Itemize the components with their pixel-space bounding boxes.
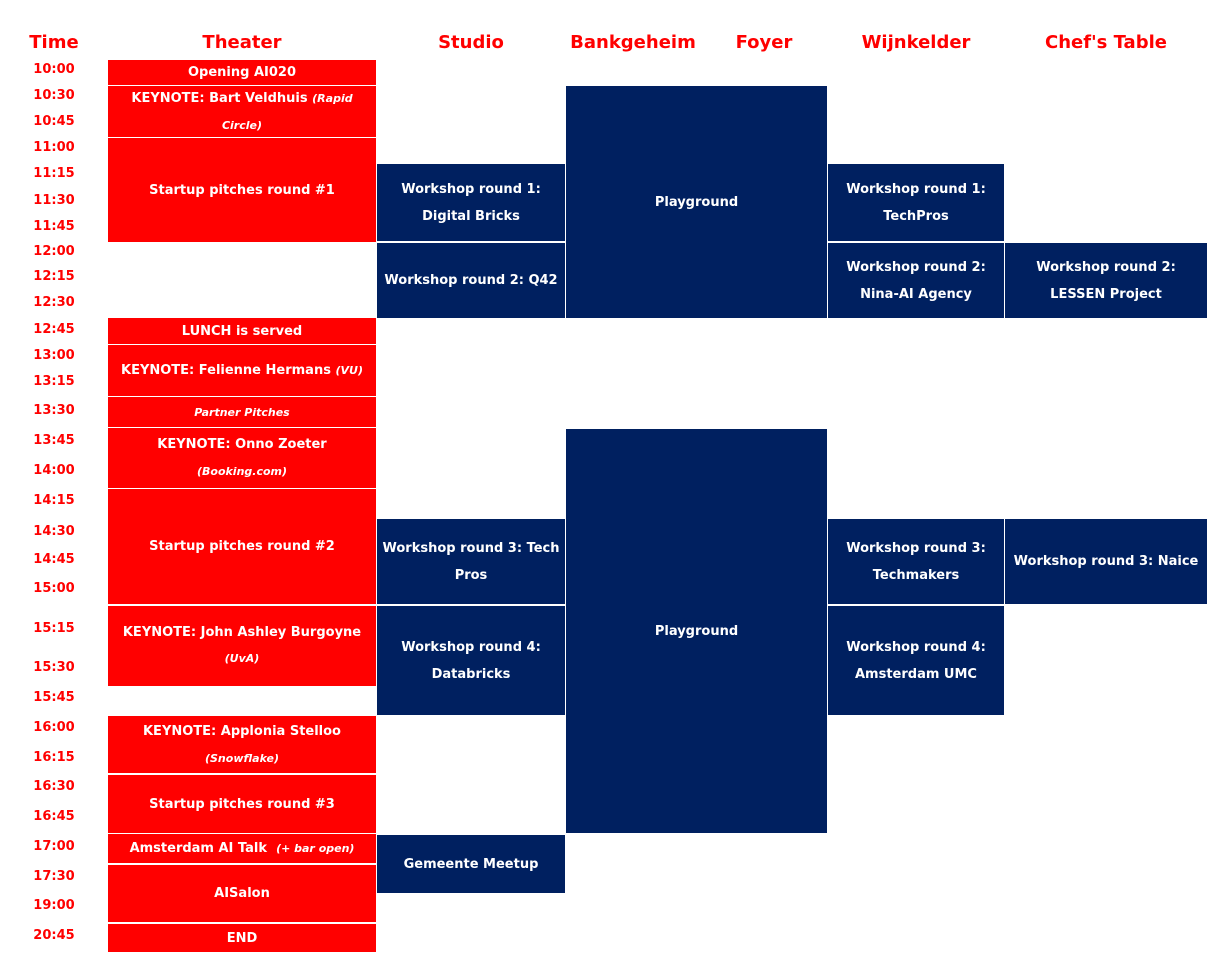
session-title: KEYNOTE: Applonia Stelloo	[142, 723, 341, 739]
session-title: Workshop round 2: Nina-AI Agency	[846, 259, 986, 302]
session-gemeente-meetup[interactable]: Gemeente Meetup	[377, 835, 565, 893]
session-title: Playground	[654, 623, 739, 639]
time-label: 12:30	[33, 295, 75, 310]
session-end[interactable]: END	[108, 924, 376, 952]
time-label: 11:15	[33, 166, 75, 181]
session-title: END	[226, 930, 258, 946]
session-partner-pitches[interactable]: Partner Pitches	[108, 397, 376, 427]
session-startup-pitches-1[interactable]: Startup pitches round #1	[108, 138, 376, 242]
session-title: KEYNOTE: Onno Zoeter	[157, 437, 327, 452]
session-title: Playground	[654, 194, 739, 210]
session-title: Startup pitches round #3	[149, 796, 335, 812]
session-title: Workshop round 3: Naice	[1013, 554, 1199, 569]
session-studio-workshop-2[interactable]: Workshop round 2: Q42	[377, 243, 565, 318]
session-startup-pitches-2[interactable]: Startup pitches round #2	[108, 489, 376, 604]
session-wijnkelder-workshop-3[interactable]: Workshop round 3: Techmakers	[828, 519, 1004, 604]
time-label: 15:30	[33, 660, 75, 675]
time-label: 10:00	[33, 62, 75, 77]
time-label: 16:00	[33, 720, 75, 735]
header-studio: Studio	[438, 32, 504, 53]
session-wijnkelder-workshop-1[interactable]: Workshop round 1: TechPros	[828, 164, 1004, 241]
session-playground-afternoon[interactable]: Playground	[566, 429, 827, 833]
session-keynote-john-ashley-burgoyne[interactable]: KEYNOTE: John Ashley Burgoyne (UvA)	[108, 606, 376, 686]
time-label: 17:30	[33, 869, 75, 884]
session-title: KEYNOTE: Bart Veldhuis	[131, 90, 308, 106]
header-foyer: Foyer	[735, 32, 793, 53]
time-label: 13:15	[33, 374, 75, 389]
time-label: 13:45	[33, 433, 75, 448]
session-studio-workshop-4[interactable]: Workshop round 4: Databricks	[377, 606, 565, 715]
session-organization: (Snowflake)	[204, 751, 279, 765]
session-amsterdam-ai-talk[interactable]: Amsterdam AI Talk (+ bar open)	[108, 834, 376, 863]
time-label: 11:30	[33, 193, 75, 208]
session-lunch[interactable]: LUNCH is served	[108, 318, 376, 344]
session-startup-pitches-3[interactable]: Startup pitches round #3	[108, 775, 376, 833]
session-title: Workshop round 1: Digital Bricks	[401, 181, 541, 224]
session-chefs-table-workshop-2[interactable]: Workshop round 2: LESSEN Project	[1005, 243, 1207, 318]
session-organization: (VU)	[335, 364, 363, 377]
session-title: Workshop round 3: Tech Pros	[382, 540, 560, 583]
header-chefs-table: Chef's Table	[1045, 32, 1167, 53]
time-label: 15:00	[33, 581, 75, 596]
time-label: 11:45	[33, 219, 75, 234]
header-wijnkelder: Wijnkelder	[861, 32, 971, 53]
session-keynote-applonia-stelloo[interactable]: KEYNOTE: Applonia Stelloo (Snowflake)	[108, 716, 376, 773]
time-label: 12:15	[33, 269, 75, 284]
session-aisalon[interactable]: AISalon	[108, 865, 376, 922]
session-organization: (Booking.com)	[196, 465, 288, 478]
time-label: 15:15	[33, 621, 75, 636]
time-label: 14:45	[33, 552, 75, 567]
session-title: LUNCH is served	[181, 323, 303, 339]
session-wijnkelder-workshop-2[interactable]: Workshop round 2: Nina-AI Agency	[828, 243, 1004, 318]
session-studio-workshop-1[interactable]: Workshop round 1: Digital Bricks	[377, 164, 565, 241]
time-label: 19:00	[33, 898, 75, 913]
session-title: Partner Pitches	[194, 405, 290, 419]
time-label: 15:45	[33, 690, 75, 705]
time-label: 13:30	[33, 403, 75, 418]
session-title: Amsterdam AI Talk	[129, 841, 267, 856]
session-keynote-felienne-hermans[interactable]: KEYNOTE: Felienne Hermans (VU)	[108, 345, 376, 396]
time-label: 14:30	[33, 524, 75, 539]
session-title: Workshop round 3: Techmakers	[846, 540, 986, 583]
time-label: 10:30	[33, 88, 75, 103]
session-wijnkelder-workshop-4[interactable]: Workshop round 4: Amsterdam UMC	[828, 606, 1004, 715]
session-keynote-onno-zoeter[interactable]: KEYNOTE: Onno Zoeter (Booking.com)	[108, 428, 376, 488]
session-title: Gemeente Meetup	[403, 856, 539, 872]
header-bankgeheim: Bankgeheim	[570, 32, 696, 53]
time-label: 11:00	[33, 140, 75, 155]
time-label: 10:45	[33, 114, 75, 129]
session-title: Workshop round 4: Databricks	[401, 639, 541, 682]
session-title: Workshop round 2: Q42	[384, 273, 558, 288]
session-title: KEYNOTE: Felienne Hermans	[121, 363, 331, 378]
time-label: 12:45	[33, 322, 75, 337]
time-label: 16:15	[33, 750, 75, 765]
time-label: 16:45	[33, 809, 75, 824]
session-opening[interactable]: Opening AI020	[108, 60, 376, 85]
session-title: Workshop round 4: Amsterdam UMC	[846, 639, 986, 682]
session-chefs-table-workshop-3[interactable]: Workshop round 3: Naice	[1005, 519, 1207, 604]
session-title: Workshop round 2: LESSEN Project	[1036, 259, 1176, 302]
session-title: KEYNOTE: John Ashley Burgoyne	[122, 625, 362, 640]
session-title: Workshop round 1: TechPros	[846, 181, 986, 224]
header-time: Time	[29, 32, 79, 53]
session-title: AISalon	[214, 886, 270, 901]
session-studio-workshop-3[interactable]: Workshop round 3: Tech Pros	[377, 519, 565, 604]
session-keynote-bart-veldhuis[interactable]: KEYNOTE: Bart Veldhuis (Rapid Circle)	[108, 86, 376, 137]
session-playground-morning[interactable]: Playground	[566, 86, 827, 318]
session-organization: (UvA)	[224, 652, 260, 665]
session-title: Opening AI020	[187, 65, 296, 80]
header-theater: Theater	[202, 32, 282, 53]
session-title: Startup pitches round #1	[149, 182, 335, 198]
session-note: (+ bar open)	[276, 842, 355, 855]
session-organization: (Rapid Circle)	[221, 91, 353, 132]
time-label: 17:00	[33, 839, 75, 854]
session-title: Startup pitches round #2	[149, 539, 335, 554]
time-label: 14:00	[33, 463, 75, 478]
time-label: 13:00	[33, 348, 75, 363]
time-label: 16:30	[33, 779, 75, 794]
time-label: 20:45	[33, 928, 75, 943]
time-label: 12:00	[33, 244, 75, 259]
time-label: 14:15	[33, 493, 75, 508]
